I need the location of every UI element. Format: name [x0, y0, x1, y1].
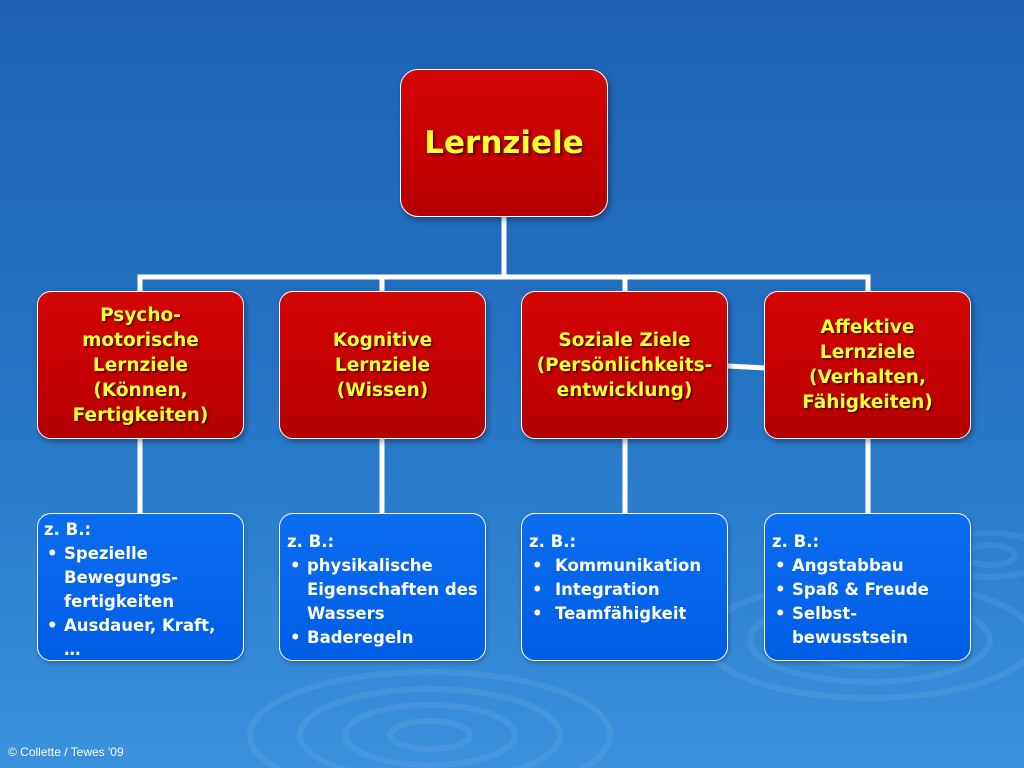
examples-list: Spezielle Bewegungs- fertigkeiten Ausdau…	[44, 542, 215, 662]
list-item: Baderegeln	[287, 626, 478, 650]
category-cognitive: Kognitive Lernziele (Wissen)	[279, 291, 486, 439]
list-item-line: Eigenschaften des	[307, 580, 478, 599]
examples-affective: z. B.: Angstabbau Spaß & Freude Selbst- …	[764, 513, 971, 661]
list-item-line: physikalische	[307, 556, 433, 575]
social-affective-link	[725, 363, 768, 371]
examples-psychomotor: z. B.: Spezielle Bewegungs- fertigkeiten…	[37, 513, 244, 661]
root-node: Lernziele	[400, 69, 608, 217]
category-line: Kognitive	[332, 329, 433, 351]
list-item-line: Baderegeln	[307, 628, 414, 647]
category-line: Soziale Ziele	[558, 329, 691, 351]
list-item: Angstabbau	[772, 554, 929, 578]
list-item-line: Angstabbau	[792, 556, 904, 575]
list-item-line: Kommunikation	[555, 556, 702, 575]
category-line: (Können,	[93, 379, 188, 401]
examples-heading: z. B.:	[287, 532, 335, 551]
list-item: Teamfähigkeit	[529, 602, 701, 626]
category-psychomotor: Psycho- motorische Lernziele (Können, Fe…	[37, 291, 244, 439]
list-item-line: Teamfähigkeit	[555, 604, 687, 623]
list-item: Spaß & Freude	[772, 578, 929, 602]
category-line: (Verhalten,	[808, 367, 927, 388]
category-line: Lernziele	[819, 342, 916, 363]
category-line: Affektive	[820, 317, 915, 338]
category-line: Fertigkeiten)	[72, 404, 209, 426]
list-item-line: …	[64, 640, 81, 659]
list-item: Kommunikation	[529, 554, 701, 578]
list-item: physikalische Eigenschaften des Wassers	[287, 554, 478, 626]
list-item-line: bewusstsein	[792, 628, 908, 647]
list-item-line: Spaß & Freude	[792, 580, 929, 599]
examples-heading: z. B.:	[772, 532, 820, 551]
list-item-line: Bewegungs-	[64, 568, 178, 587]
list-item-line: Integration	[555, 580, 660, 599]
examples-heading: z. B.:	[529, 532, 577, 551]
examples-heading: z. B.:	[44, 520, 92, 539]
category-line: Lernziele	[334, 354, 431, 376]
category-line: (Wissen)	[336, 379, 429, 401]
examples-social: z. B.: Kommunikation Integration Teamfäh…	[521, 513, 728, 661]
list-item: Integration	[529, 578, 701, 602]
category-line: Lernziele	[92, 354, 189, 376]
list-item-line: Wassers	[307, 604, 385, 623]
category-line: entwicklung)	[556, 379, 693, 401]
list-item: Spezielle Bewegungs- fertigkeiten	[44, 542, 215, 614]
category-line: Psycho-	[100, 304, 181, 326]
examples-list: Angstabbau Spaß & Freude Selbst- bewusst…	[772, 554, 929, 650]
category-line: motorische	[82, 329, 199, 351]
list-item: Ausdauer, Kraft, …	[44, 614, 215, 662]
copyright-notice: © Collette / Tewes '09	[8, 745, 124, 759]
category-line: Fähigkeiten)	[802, 392, 933, 413]
list-item-line: Selbst-	[792, 604, 858, 623]
category-affective: Affektive Lernziele (Verhalten, Fähigkei…	[764, 291, 971, 439]
category-social: Soziale Ziele (Persönlichkeits- entwickl…	[521, 291, 728, 439]
list-item-line: fertigkeiten	[64, 592, 175, 611]
list-item-line: Ausdauer, Kraft,	[64, 616, 216, 635]
examples-list: physikalische Eigenschaften des Wassers …	[287, 554, 478, 650]
list-item-line: Spezielle	[64, 544, 148, 563]
root-title: Lernziele	[424, 125, 584, 161]
examples-cognitive: z. B.: physikalische Eigenschaften des W…	[279, 513, 486, 661]
category-line: (Persönlichkeits-	[536, 354, 713, 376]
list-item: Selbst- bewusstsein	[772, 602, 929, 650]
examples-list: Kommunikation Integration Teamfähigkeit	[529, 554, 701, 626]
